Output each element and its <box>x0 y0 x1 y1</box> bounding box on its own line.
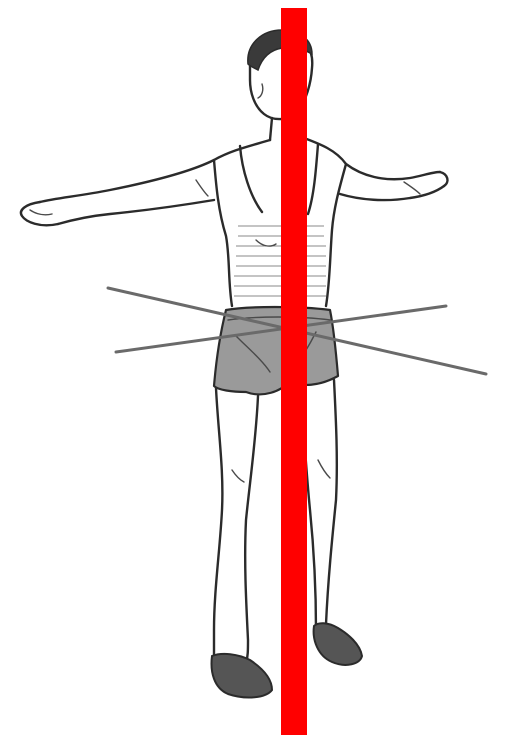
shorts <box>214 307 338 394</box>
left-arm <box>21 140 270 225</box>
vertical-axis-line <box>281 8 307 735</box>
torso <box>214 144 346 306</box>
right-arm <box>304 138 447 200</box>
legs <box>214 380 337 664</box>
right-shoe <box>314 623 362 665</box>
left-shoe <box>212 654 272 698</box>
athlete-figure <box>21 30 448 697</box>
